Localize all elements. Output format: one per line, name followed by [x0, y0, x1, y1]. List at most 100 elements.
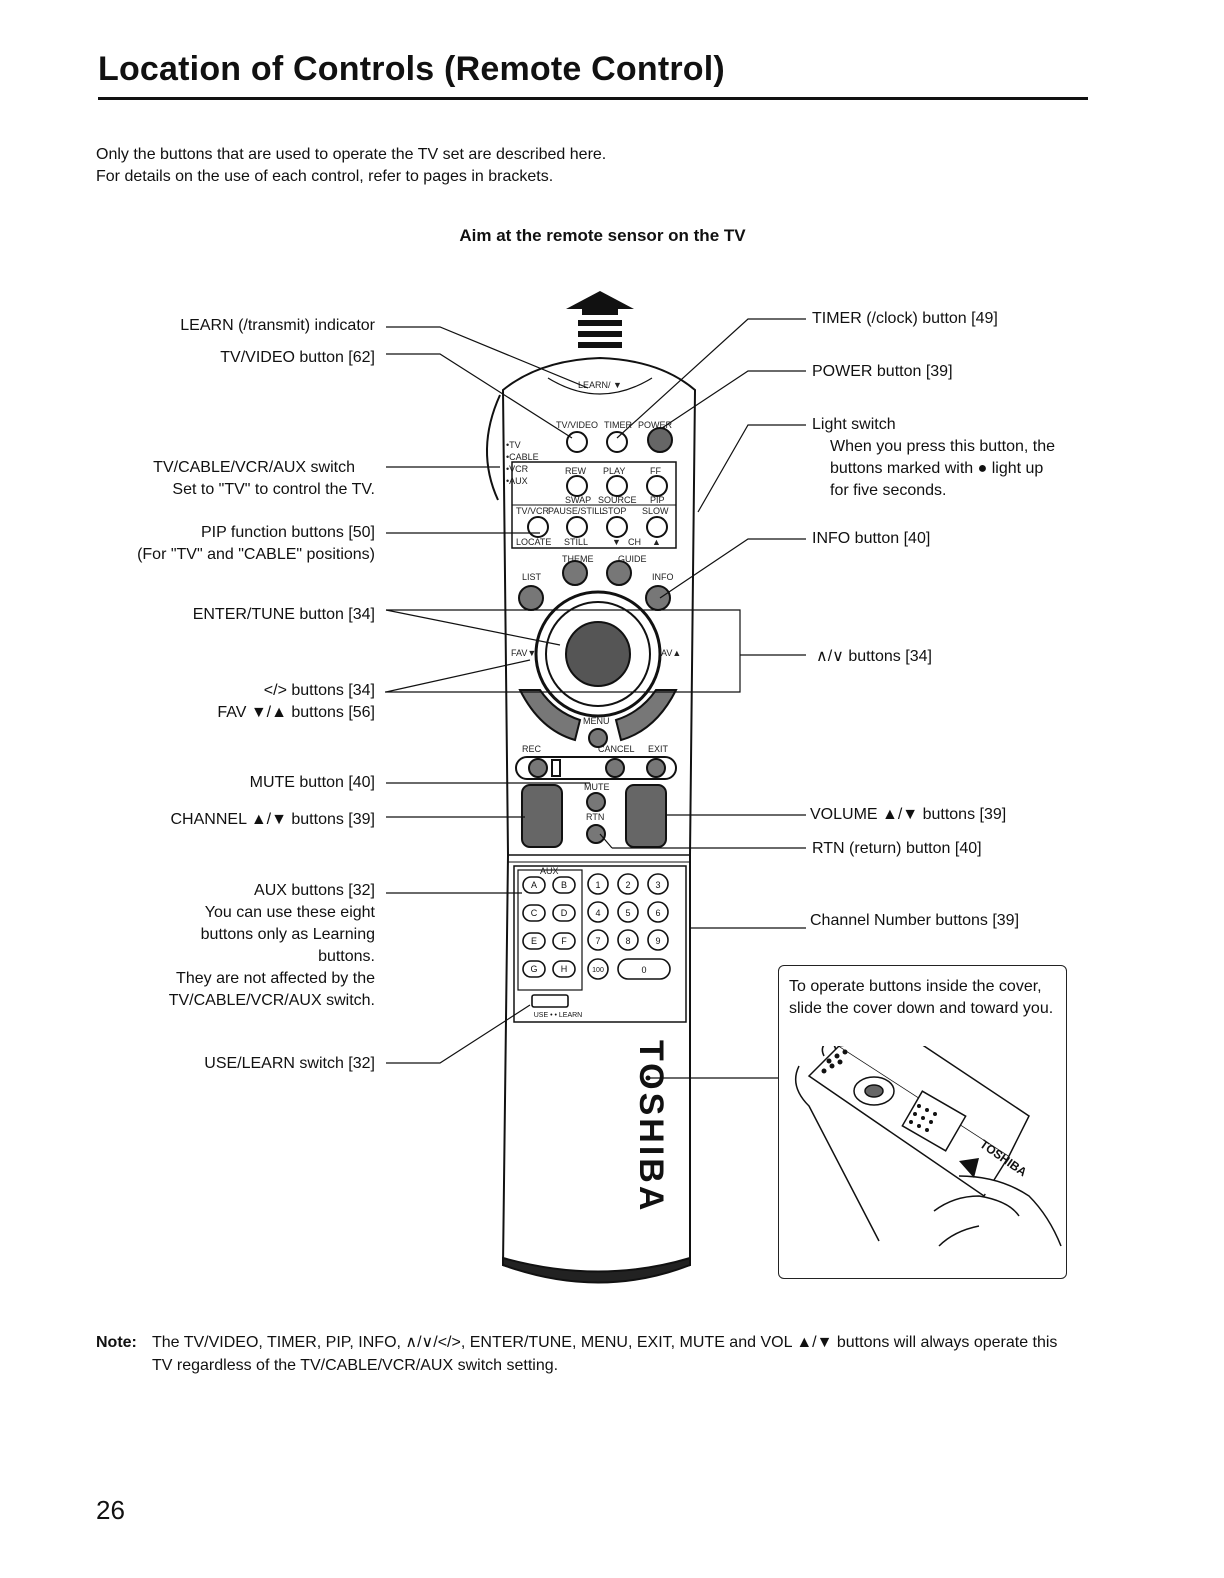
- digit-3-button[interactable]: [647, 873, 669, 895]
- label-fav-right: FAV▲: [656, 648, 681, 658]
- slow-button[interactable]: [646, 516, 668, 538]
- digit-8-button[interactable]: [617, 929, 639, 951]
- label-mute: MUTE: [584, 782, 610, 792]
- label-exit: EXIT: [648, 744, 669, 754]
- label-rew: REW: [565, 466, 587, 476]
- pause-button[interactable]: [566, 516, 588, 538]
- digit-1-button[interactable]: [587, 873, 609, 895]
- label-lr-fav: </> buttons [34] FAV ▼/▲ buttons [56]: [217, 680, 375, 724]
- cancel-button[interactable]: [605, 758, 625, 778]
- cover-instruction-text: To operate buttons inside the cover, sli…: [789, 978, 1054, 1017]
- aux-d-text: D: [561, 908, 568, 918]
- label-play: PLAY: [603, 466, 625, 476]
- label-volume-buttons: VOLUME ▲/▼ buttons [39]: [810, 806, 1007, 823]
- label-aux: AUX: [540, 866, 559, 876]
- digit-1-text: 1: [595, 880, 600, 890]
- digit-2-button[interactable]: [617, 873, 639, 895]
- aux-d-button[interactable]: [552, 904, 576, 922]
- aux-e-text: E: [531, 936, 537, 946]
- exit-button[interactable]: [646, 758, 666, 778]
- label-ch-down: ▼: [612, 537, 621, 547]
- aux-c-button[interactable]: [522, 904, 546, 922]
- note-text: The TV/VIDEO, TIMER, PIP, INFO, ∧/∨/</>,…: [152, 1334, 1058, 1374]
- label-power-button: POWER button [39]: [812, 363, 953, 380]
- label-info: INFO: [652, 572, 674, 582]
- note-label: Note:: [96, 1334, 137, 1351]
- label-light-d1: When you press this button, the: [830, 438, 1056, 455]
- label-ch: CH: [628, 537, 641, 547]
- label-ch-up: ▲: [652, 537, 661, 547]
- use-learn-text: USE • • LEARN: [534, 1012, 582, 1019]
- label-locate: LOCATE: [516, 537, 551, 547]
- digit-7-button[interactable]: [587, 929, 609, 951]
- tvvcr-button[interactable]: [527, 516, 549, 538]
- label-aux-d1: You can use these eight: [204, 904, 375, 921]
- label-light-switch: Light switch When you press this button,…: [812, 414, 1055, 502]
- label-light-d3: for five seconds.: [830, 482, 947, 499]
- label-aux-d4: They are not affected by the: [176, 970, 375, 987]
- fav-up-button[interactable]: [614, 689, 678, 742]
- timer-button[interactable]: [606, 431, 628, 453]
- aux-e-button[interactable]: [522, 932, 546, 950]
- aux-f-button[interactable]: [552, 932, 576, 950]
- digit-8-text: 8: [625, 936, 630, 946]
- label-tvvideo-button: TV/VIDEO button [62]: [220, 349, 375, 366]
- enter-tune-button[interactable]: [565, 621, 631, 687]
- label-pip-title: PIP function buttons [50]: [200, 524, 375, 541]
- label-stop: STOP: [602, 506, 626, 516]
- remote-label-timer: TIMER: [604, 420, 632, 430]
- footer-note: Note: The TV/VIDEO, TIMER, PIP, INFO, ∧/…: [96, 1331, 1076, 1377]
- label-still: STILL: [564, 537, 588, 547]
- digit-5-text: 5: [625, 908, 630, 918]
- digit-4-button[interactable]: [587, 901, 609, 923]
- page-number: 26: [96, 1495, 125, 1525]
- stop-button[interactable]: [606, 516, 628, 538]
- tvvideo-button[interactable]: [566, 431, 588, 453]
- channel-rocker[interactable]: [521, 784, 563, 848]
- aux-b-button[interactable]: [552, 876, 576, 894]
- rtn-button[interactable]: [586, 824, 606, 844]
- label-rtn-button: RTN (return) button [40]: [812, 840, 982, 857]
- label-use-learn-switch: USE/LEARN switch [32]: [204, 1055, 375, 1072]
- power-button[interactable]: [647, 427, 673, 453]
- list-button[interactable]: [518, 585, 544, 611]
- label-slow: SLOW: [642, 506, 669, 516]
- guide-button[interactable]: [606, 560, 632, 586]
- intro-line-1: Only the buttons that are used to operat…: [96, 146, 607, 163]
- label-aux-buttons: AUX buttons [32] You can use these eight…: [169, 880, 375, 1012]
- digit-5-button[interactable]: [617, 901, 639, 923]
- ff-button[interactable]: [646, 475, 668, 497]
- switch-pos-aux: •AUX: [506, 476, 528, 486]
- aux-g-button[interactable]: [522, 960, 546, 978]
- label-aux-title: AUX buttons [32]: [254, 882, 375, 899]
- rec-button[interactable]: [528, 758, 548, 778]
- switch-pos-cable: •CABLE: [506, 452, 539, 462]
- digit-4-text: 4: [595, 908, 600, 918]
- label-light-d2: buttons marked with ● light up: [830, 460, 1044, 477]
- digit-0-button[interactable]: [617, 958, 671, 980]
- theme-button[interactable]: [562, 560, 588, 586]
- label-rec: REC: [522, 744, 542, 754]
- rew-button[interactable]: [566, 475, 588, 497]
- label-pip: PIP: [650, 495, 665, 505]
- aux-a-button[interactable]: [522, 876, 546, 894]
- label-tvvcr: TV/VCR: [516, 506, 550, 516]
- digit-9-button[interactable]: [647, 929, 669, 951]
- label-list: LIST: [522, 572, 542, 582]
- fav-down-button[interactable]: [518, 689, 582, 742]
- aux-b-text: B: [561, 880, 567, 890]
- menu-button[interactable]: [588, 728, 608, 748]
- play-button[interactable]: [606, 475, 628, 497]
- digit-100-button[interactable]: [587, 958, 609, 980]
- info-button[interactable]: [645, 585, 671, 611]
- aux-f-text: F: [561, 936, 567, 946]
- label-fav-left: FAV▼: [511, 648, 536, 658]
- remote-brand: TOSHIBA: [632, 1040, 670, 1213]
- label-theme: THEME: [562, 554, 594, 564]
- use-learn-switch[interactable]: [531, 994, 569, 1008]
- volume-rocker[interactable]: [625, 784, 667, 848]
- mute-button[interactable]: [586, 792, 606, 812]
- aux-h-button[interactable]: [552, 960, 576, 978]
- digit-6-button[interactable]: [647, 901, 669, 923]
